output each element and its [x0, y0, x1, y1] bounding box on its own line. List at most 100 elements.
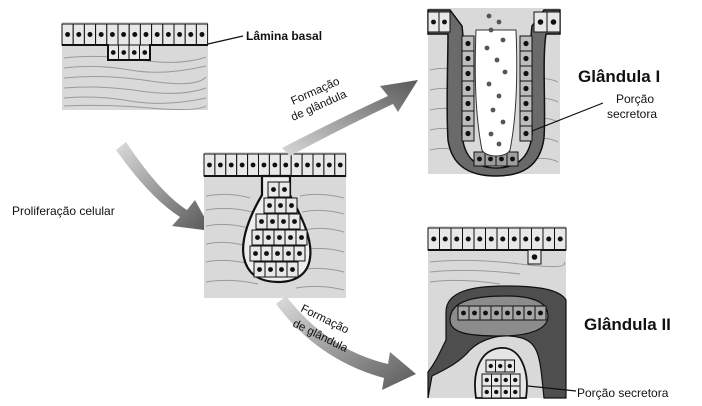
cell-nucleus — [277, 235, 282, 240]
gland-1-lumen — [475, 30, 517, 156]
cell-nucleus — [513, 378, 517, 382]
cell-nucleus — [538, 311, 543, 316]
cell-nucleus — [155, 32, 160, 37]
cell-nucleus — [510, 157, 515, 162]
cell-nucleus — [477, 236, 482, 241]
cell-nucleus — [270, 219, 275, 224]
secretion-granule — [487, 14, 492, 19]
cell-nucleus — [297, 251, 302, 256]
cell-nucleus — [275, 251, 280, 256]
cell-nucleus — [508, 364, 512, 368]
cell-nucleus — [494, 378, 498, 382]
cell-nucleus — [477, 157, 482, 162]
cell-nucleus — [465, 101, 470, 106]
cell-nucleus — [465, 41, 470, 46]
cell-nucleus — [111, 50, 116, 55]
cell-nucleus — [558, 236, 563, 241]
cell-nucleus — [465, 116, 470, 121]
follicle-cells — [482, 360, 520, 398]
cell-nucleus — [121, 50, 126, 55]
cell-nucleus — [504, 390, 508, 394]
cell-nucleus — [65, 32, 70, 37]
cell-nucleus — [259, 219, 264, 224]
cell-nucleus — [200, 32, 205, 37]
cell-nucleus — [527, 311, 532, 316]
secretion-granule — [489, 28, 494, 33]
cell-nucleus — [292, 219, 297, 224]
proliferation-arrow — [116, 142, 212, 231]
cell-nucleus — [76, 32, 81, 37]
cell-nucleus — [282, 187, 287, 192]
cell-nucleus — [485, 390, 489, 394]
cell-nucleus — [532, 254, 538, 260]
cell-nucleus — [177, 32, 182, 37]
cell-nucleus — [523, 71, 528, 76]
residual-cell — [528, 250, 541, 264]
secretory-portion-label-top-line1: Porção — [616, 92, 654, 106]
panel-gland-1 — [428, 8, 603, 176]
cell-nucleus — [281, 219, 286, 224]
cell-nucleus — [255, 235, 260, 240]
secretory-portion-label-top-line2: secretora — [607, 107, 657, 121]
cell-nucleus — [288, 235, 293, 240]
cell-nucleus — [286, 251, 291, 256]
cell-nucleus — [504, 378, 508, 382]
cell-nucleus — [264, 251, 269, 256]
cell-nucleus — [472, 311, 477, 316]
cell-nucleus — [251, 163, 256, 168]
cell-nucleus — [461, 311, 466, 316]
cell-nucleus — [523, 116, 528, 121]
gland-2-title: Glândula II — [584, 315, 671, 334]
cell-nucleus — [465, 131, 470, 136]
cell-nucleus — [290, 267, 295, 272]
cell-nucleus — [144, 32, 149, 37]
cell-nucleus — [523, 86, 528, 91]
cell-nucleus — [465, 56, 470, 61]
cell-nucleus — [485, 378, 489, 382]
secretion-granule — [501, 38, 506, 43]
cell-nucleus — [546, 236, 551, 241]
cell-nucleus — [99, 32, 104, 37]
cell-nucleus — [279, 267, 284, 272]
cell-nucleus — [268, 267, 273, 272]
cell-nucleus — [299, 235, 304, 240]
cell-nucleus — [516, 311, 521, 316]
early-cell-bud — [108, 45, 150, 60]
basal-lamina-pointer — [208, 36, 243, 44]
cell-nucleus — [443, 236, 448, 241]
cell-nucleus — [132, 50, 137, 55]
cell-nucleus — [494, 390, 498, 394]
cell-nucleus — [188, 32, 193, 37]
epithelial-cell-row — [62, 24, 208, 45]
cell-nucleus — [523, 56, 528, 61]
cell-nucleus — [283, 163, 288, 168]
cell-proliferation-label: Proliferação celular — [12, 204, 115, 218]
cell-nucleus — [523, 101, 528, 106]
secretion-granule — [487, 82, 492, 87]
surface-cell-row — [428, 228, 566, 250]
cell-nucleus — [316, 163, 321, 168]
cell-nucleus — [327, 163, 332, 168]
cell-nucleus — [271, 187, 276, 192]
cell-nucleus — [266, 235, 271, 240]
cell-nucleus — [523, 41, 528, 46]
secretion-granule — [495, 58, 500, 63]
secretion-granule — [491, 108, 496, 113]
gland-1-title: Glândula I — [578, 67, 660, 86]
secretory-portion-label-bottom: Porção secretora — [577, 386, 669, 400]
cell-nucleus — [267, 203, 272, 208]
cell-nucleus — [88, 32, 93, 37]
cell-nucleus — [500, 236, 505, 241]
cell-nucleus — [523, 131, 528, 136]
cell-nucleus — [431, 20, 436, 25]
cell-nucleus — [551, 19, 557, 25]
gland-2-band-cells — [458, 306, 546, 320]
cell-nucleus — [262, 163, 267, 168]
panel-gland-2 — [428, 226, 576, 398]
cell-nucleus — [142, 50, 147, 55]
cell-nucleus — [338, 163, 343, 168]
cell-nucleus — [278, 203, 283, 208]
cell-nucleus — [289, 203, 294, 208]
cell-nucleus — [257, 267, 262, 272]
